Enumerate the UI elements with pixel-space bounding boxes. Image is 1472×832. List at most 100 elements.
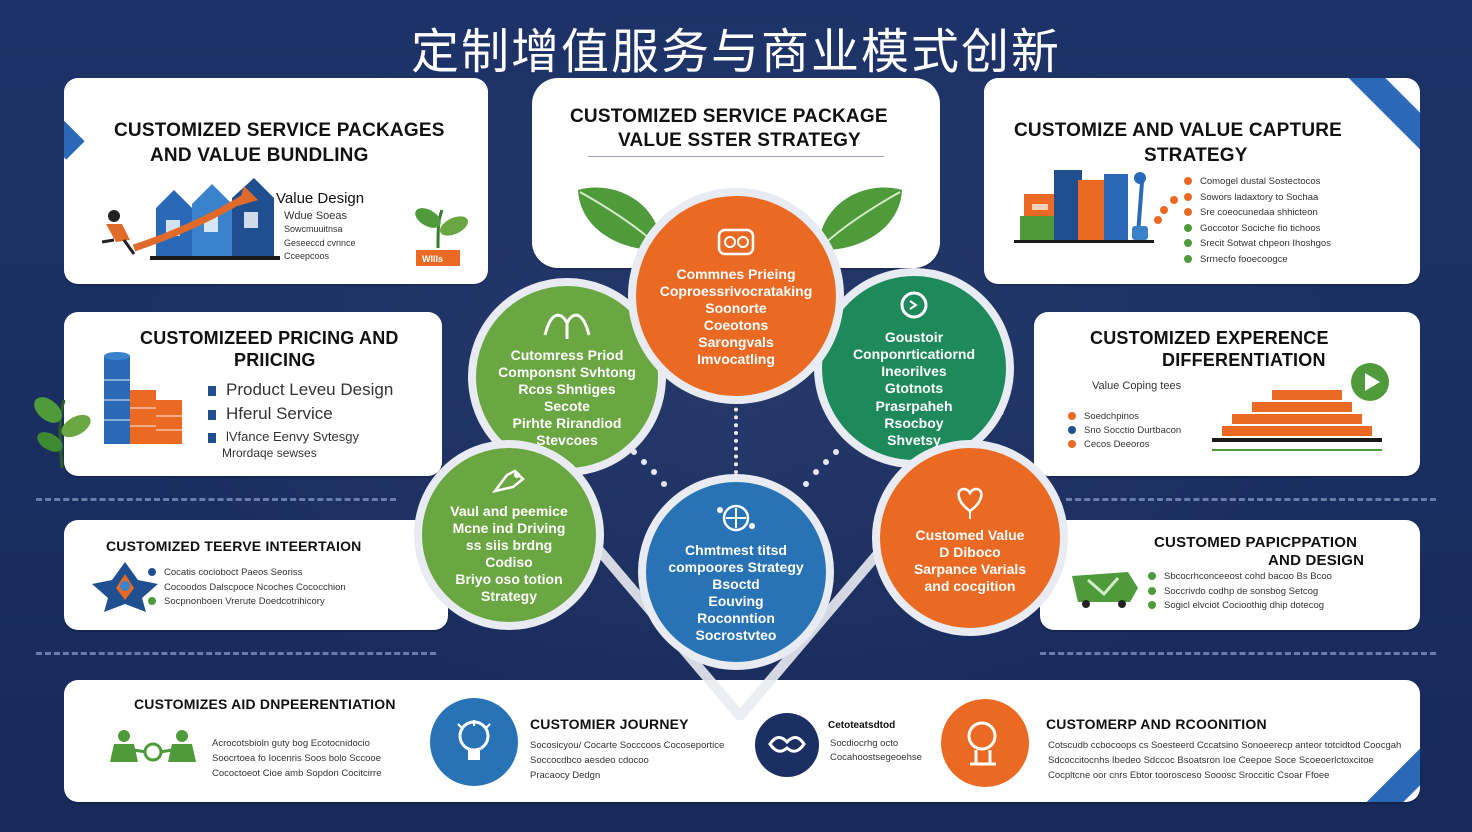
dashed-separator [36, 498, 396, 501]
experience-list: Soedchpinos Sno Socctio Durtbacon Cecos … [1068, 410, 1181, 452]
bullet-dot [1148, 586, 1156, 595]
circle-component-incentives: Goustoir Conponrticatiornd Ineorilves Gt… [814, 268, 1014, 468]
circle-customed-value: Customed Value D Diboco Sarpance Varials… [872, 440, 1068, 636]
bullet-square [208, 432, 216, 443]
list-item: Goccotor Sociche fio tichoos [1200, 222, 1321, 234]
participation-list: Sbcocrhconceeost cohd bacoo Bs Bcoo Socc… [1148, 570, 1332, 614]
circle-line: Soonorte [705, 299, 767, 316]
card-title-line1: CUSTOMIZEED PRICING AND [140, 328, 399, 348]
play-icon [1351, 363, 1389, 401]
mini-line: Socdiocrhg octo [830, 738, 899, 749]
circle-line: Imvocatling [697, 351, 775, 368]
bullet-dot [148, 597, 156, 606]
brain-network-icon [717, 504, 755, 532]
circle-line: Sarongvals [698, 334, 774, 351]
bullet-dot [1068, 412, 1076, 421]
card-title-line2: DIFFERENTIATION [1162, 350, 1326, 370]
circle-line: Vaul and peemice [450, 502, 568, 519]
dashed-separator [36, 652, 436, 655]
lightbulb-icon [430, 698, 518, 786]
signpost-icon [543, 313, 591, 339]
connector-dots [734, 392, 738, 482]
list-item: Srecit Sotwat chpeon Ihoshgos [1200, 238, 1331, 249]
pricing-list: Product Leveu Design Hferul Service lVfa… [208, 378, 393, 460]
card-title-line1: CUSTOMED PAPICPPATION [1154, 534, 1358, 551]
map-truck-icon [1072, 572, 1138, 608]
circle-line: ss siis brdng [465, 536, 553, 553]
integration-list: Cocatis cocioboct Paeos Seoriss Cocoodos… [148, 566, 346, 610]
circle-line: Shvetsy [887, 431, 941, 448]
list-item: Socpnonboen Vrerute Doedcotrihicory [164, 596, 325, 607]
people-icon [110, 730, 196, 762]
bullet-dot [1184, 177, 1192, 186]
circle-line: Socrostvteo [695, 627, 777, 644]
list-item: Cococtoeot Cioe amb Sopdon Cocitcirre [212, 768, 382, 779]
circle-line: Rsocboy [884, 414, 944, 431]
circle-line: Eouving [708, 593, 764, 609]
list-item: Pracaocy Dedgn [530, 770, 601, 781]
section-title: CUSTOMERP AND RCOONITION [1046, 716, 1267, 732]
list-item: Soedchpinos [1084, 411, 1139, 422]
circle-line: Stevcoes [536, 432, 598, 449]
gear-cluster-icon [717, 228, 755, 256]
circle-line: Bsoctd [712, 575, 760, 592]
data-stack-icon [1014, 170, 1178, 243]
list-item: Cotscudb ccbocoops cs Soesteerd Cccatsin… [1048, 740, 1402, 751]
coin-stack-icon [104, 352, 182, 444]
circle-line: Ineorilves [881, 363, 947, 380]
circle-line: and cocgition [924, 578, 1016, 595]
recognition-list: Cotscudb ccbocoops cs Soesteerd Cccatsin… [1048, 738, 1401, 783]
card-title-line1: CUSTOMIZED EXPERENCE [1090, 328, 1329, 348]
circle-line: Conponrticatiornd [852, 346, 976, 363]
card-title-line2: STRATEGY [1144, 145, 1248, 166]
list-item: Product Leveu Design [226, 380, 394, 399]
circle-line: Coproessrivocrataking [659, 282, 813, 299]
connector-dots-right [803, 449, 839, 487]
section-title: CUSTOMIZES AID DNPEERENTIATION [134, 696, 396, 712]
list-item: Sogicl elvciot Cocioothig dhip dotecog [1164, 600, 1325, 611]
circle-line: Secote [544, 398, 590, 414]
list-item: Socosicyou/ Cocarte Socccoos Cocoseporti… [530, 740, 725, 751]
list-item: Sno Socctio Durtbacon [1084, 425, 1182, 436]
list-item: Srrnecfo fooecoogce [1200, 253, 1288, 265]
list-item: Hferul Service [226, 404, 333, 423]
circle-line: Sarpance Varials [913, 561, 1027, 577]
card-service-integration: CUSTOMIZED TEERVE INTEERTAION Cocatis co… [64, 520, 448, 630]
card-title-line2: AND VALUE BUNDLING [150, 145, 369, 166]
card-line: Cceepcoos [284, 251, 330, 261]
brain-head-icon [941, 699, 1029, 787]
card-title-line2: PRIICING [234, 350, 316, 370]
card-title: CUSTOMIZED TEERVE INTEERTAION [106, 538, 362, 554]
dashed-separator [1040, 652, 1436, 655]
circle-text: Customed Value D Diboco Sarpance Varials… [896, 527, 1044, 595]
bullet-dot [1184, 239, 1192, 248]
card-bottom-strip: CUSTOMIZES AID DNPEERENTIATION Acrocotsb… [64, 680, 1420, 802]
card-title-line2: AND DESIGN [1268, 552, 1365, 569]
plant-pot-icon [415, 208, 469, 266]
section-title: CUSTOMIER JOURNEY [530, 716, 689, 732]
card-line: Sowcmuuitnsa [284, 224, 343, 234]
list-item: Sre coeocunedaa shhicteon [1200, 207, 1318, 218]
list-item: Soccrivdo codhp de sonsbog Setcog [1164, 585, 1319, 597]
circle-line: Coeotons [703, 317, 769, 333]
list-item: lVfance Eenvy Svtesgy [226, 429, 359, 444]
refresh-icon [900, 291, 928, 319]
circle-line: Chmtmest titsd [685, 541, 787, 558]
card-service-packages: CUSTOMIZED SERVICE PACKAGES AND VALUE BU… [64, 78, 488, 284]
circle-line: Codiso [485, 554, 533, 570]
decor-stripe [64, 78, 85, 160]
card-title-line1: CUSTOMIZE AND VALUE CAPTURE [1014, 120, 1343, 141]
list-item: Soocrtoea fo Iocenris Soos bolo Sccooe [212, 753, 381, 764]
card-pricing: CUSTOMIZEED PRICING AND PRIICING Product… [64, 312, 442, 476]
circle-line: Prasrpaheh [875, 397, 953, 414]
handshake-icon [755, 713, 819, 777]
list-item: Acrocotsbioln guty bog Ecotocnidocio [212, 738, 370, 749]
plant-icon [34, 397, 91, 469]
circle-line: D Diboco [939, 543, 1001, 560]
circle-commons-pricing: Commnes Prieing Coproessrivocrataking So… [628, 188, 844, 404]
card-participation: CUSTOMED PAPICPPATION AND DESIGN Sbcocrh… [1040, 520, 1420, 630]
card-line: Value Design [276, 190, 365, 207]
list-item: Mrordaqe sewses [222, 446, 317, 460]
circle-line: Cutomress Priod [510, 346, 624, 363]
bullet-dot [1184, 208, 1192, 217]
